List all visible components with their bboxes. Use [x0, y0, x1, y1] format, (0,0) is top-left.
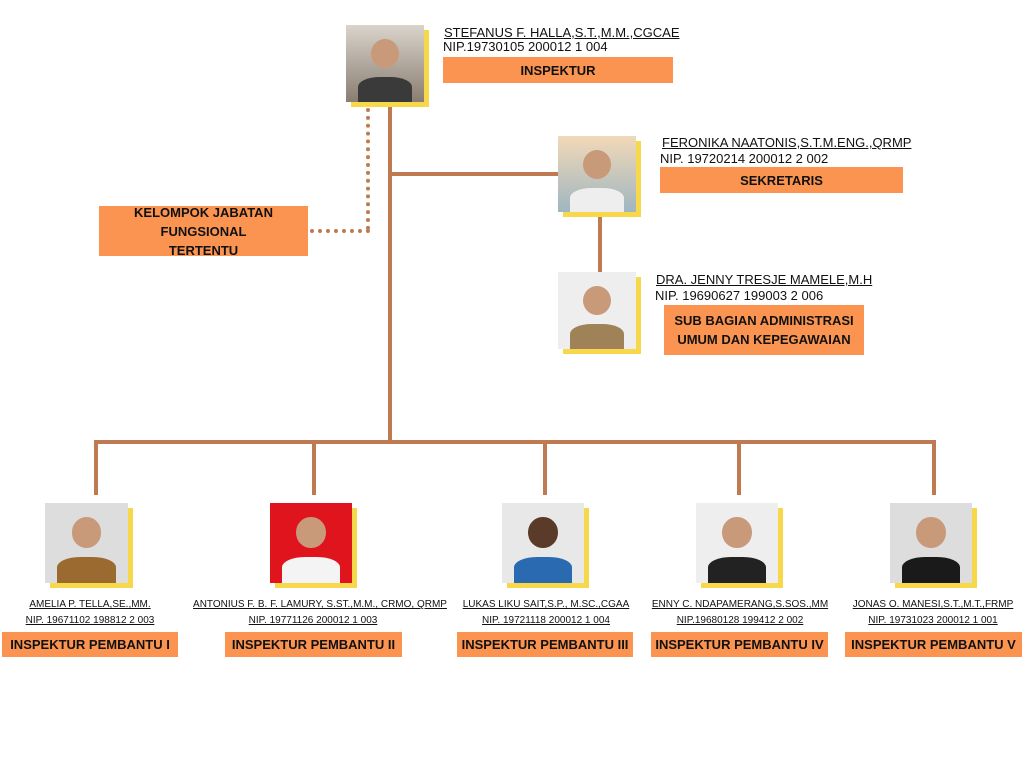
- drop-5: [932, 440, 936, 495]
- fungsional-dotted-connector-h: [310, 229, 370, 233]
- bottom-connector: [95, 440, 936, 444]
- pembantu-4-name: ENNY C. NDAPAMERANG,S.SOS.,MM: [651, 599, 829, 610]
- pembantu-4-photo: [696, 503, 778, 583]
- pembantu-2-name: ANTONIUS F. B. F. LAMURY, S.ST.,M.M., CR…: [193, 599, 447, 610]
- pembantu-5-name: JONAS O. MANESI,S.T.,M.T.,FRMP: [852, 599, 1014, 610]
- drop-3: [543, 440, 547, 495]
- sekretaris-photo: [558, 136, 636, 212]
- drop-4: [737, 440, 741, 495]
- pembantu-5-photo: [890, 503, 972, 583]
- pembantu-3-photo: [502, 503, 584, 583]
- inspektur-nip: NIP.19730105 200012 1 004: [443, 39, 608, 54]
- pembantu-3-title: INSPEKTUR PEMBANTU III: [457, 632, 633, 657]
- sekretaris-title: SEKRETARIS: [660, 167, 903, 193]
- inspektur-name: STEFANUS F. HALLA,S.T.,M.M.,CGCAE: [444, 25, 680, 40]
- subbagian-nip: NIP. 19690627 199003 2 006: [655, 288, 824, 303]
- pembantu-1-photo: [45, 503, 128, 583]
- pembantu-2-nip: NIP. 19771126 200012 1 003: [248, 615, 378, 626]
- sekretaris-nip: NIP. 19720214 200012 2 002: [660, 151, 829, 166]
- sekretaris-name: FERONIKA NAATONIS,S.T.M.ENG.,QRMP: [662, 135, 912, 150]
- drop-2: [312, 440, 316, 495]
- pembantu-5-nip: NIP. 19731023 200012 1 001: [868, 615, 998, 626]
- sekretaris-connector: [390, 172, 558, 176]
- subbagian-name: DRA. JENNY TRESJE MAMELE,M.H: [656, 272, 873, 287]
- drop-1: [94, 440, 98, 495]
- pembantu-4-title: INSPEKTUR PEMBANTU IV: [651, 632, 828, 657]
- pembantu-1-nip: NIP. 19671102 198812 2 003: [25, 615, 155, 626]
- inspektur-title: INSPEKTUR: [443, 57, 673, 83]
- pembantu-3-nip: NIP. 19721118 200012 1 004: [482, 615, 610, 626]
- pembantu-2-photo: [270, 503, 352, 583]
- fungsional-box: KELOMPOK JABATAN FUNGSIONAL TERTENTU: [99, 205, 308, 258]
- fungsional-dotted-connector: [366, 108, 370, 230]
- inspektur-photo: [346, 25, 424, 102]
- pembantu-5-title: INSPEKTUR PEMBANTU V: [845, 632, 1022, 657]
- subbagian-photo: [558, 272, 636, 349]
- pembantu-1-name: AMELIA P. TELLA,SE.,MM.: [29, 599, 151, 610]
- pembantu-2-title: INSPEKTUR PEMBANTU II: [225, 632, 402, 657]
- pembantu-4-nip: NIP.19680128 199412 2 002: [676, 615, 804, 626]
- subbagian-title: SUB BAGIAN ADMINISTRASI UMUM DAN KEPEGAW…: [664, 305, 864, 355]
- main-connector: [388, 102, 392, 444]
- pembantu-3-name: LUKAS LIKU SAIT,S.P., M.SC.,CGAA: [462, 599, 630, 610]
- pembantu-1-title: INSPEKTUR PEMBANTU I: [2, 632, 178, 657]
- subbagian-connector: [598, 212, 602, 272]
